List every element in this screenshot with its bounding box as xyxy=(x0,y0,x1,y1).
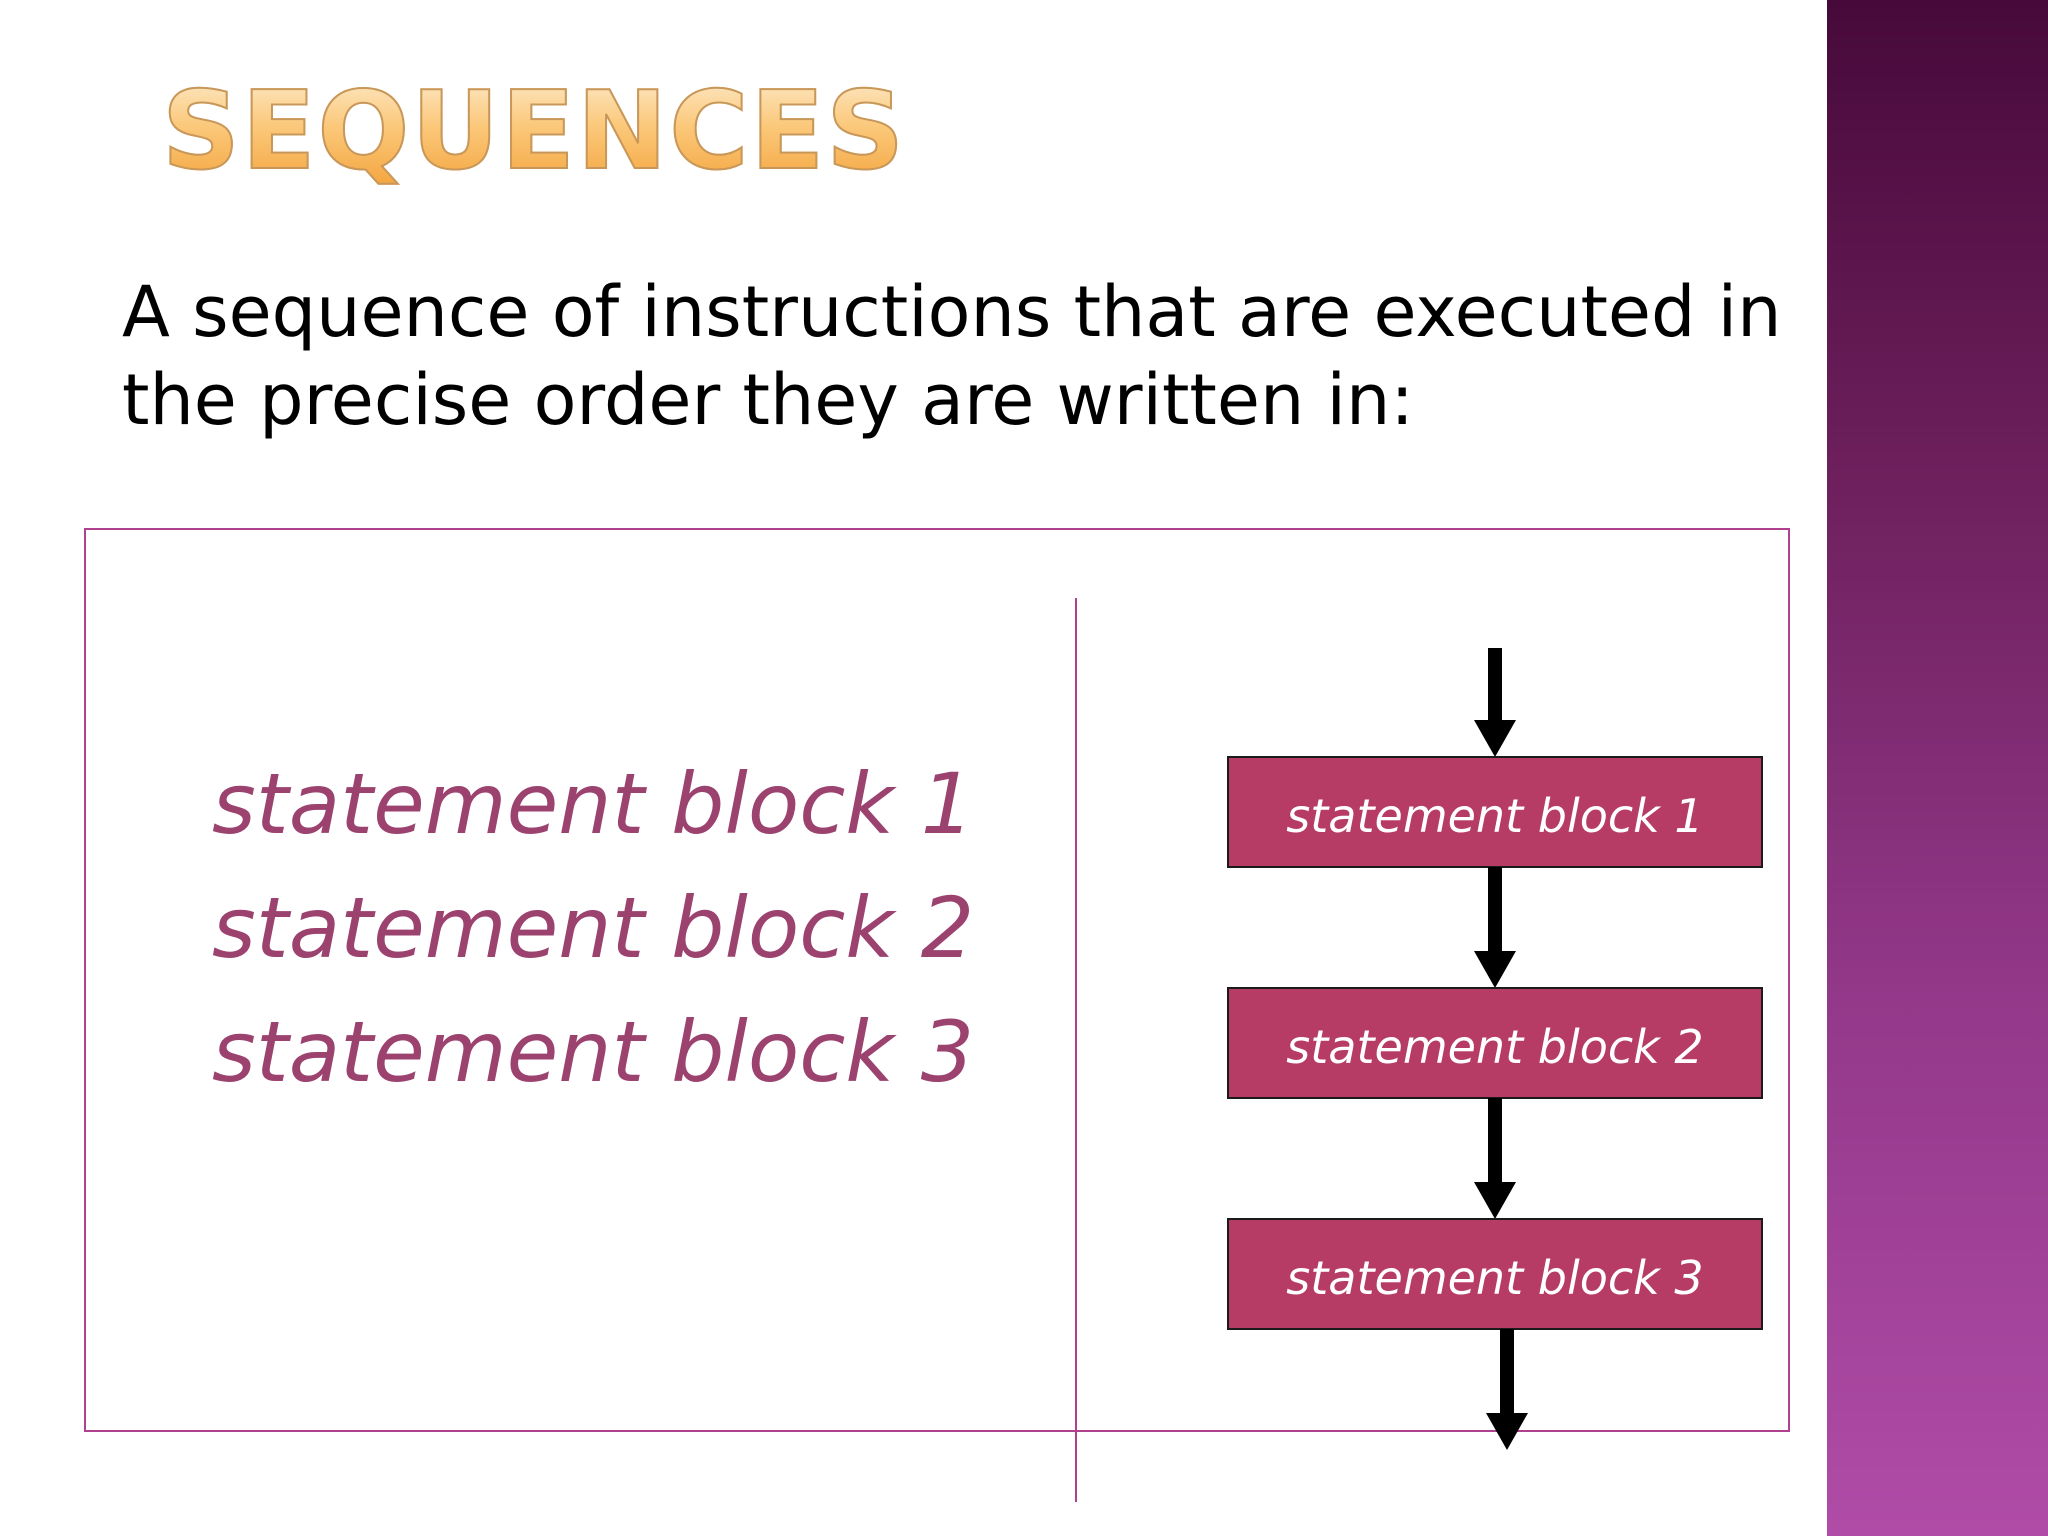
flow-arrow-2-3 xyxy=(1474,1098,1516,1219)
column-divider xyxy=(1075,598,1077,1502)
flow-block-1: statement block 1 xyxy=(1227,756,1763,868)
flow-block-2-label: statement block 2 xyxy=(1286,1020,1703,1074)
flow-arrow-1-2 xyxy=(1474,867,1516,988)
flow-arrow-exit xyxy=(1486,1329,1528,1450)
code-line-1: statement block 1 xyxy=(212,755,975,853)
flow-block-1-label: statement block 1 xyxy=(1286,789,1703,843)
flow-block-2: statement block 2 xyxy=(1227,987,1763,1099)
flow-block-3: statement block 3 xyxy=(1227,1218,1763,1330)
content-frame xyxy=(84,528,1790,1432)
flow-block-3-label: statement block 3 xyxy=(1286,1251,1703,1305)
code-line-3: statement block 3 xyxy=(212,1003,975,1101)
flow-arrow-entry xyxy=(1474,648,1516,757)
slide-title: SEQUENCES xyxy=(161,69,907,194)
intro-text: A sequence of instructions that are exec… xyxy=(122,271,1782,441)
code-line-2: statement block 2 xyxy=(212,879,975,977)
code-listing: statement block 1 statement block 2 stat… xyxy=(212,742,974,1114)
side-decoration-bar xyxy=(1827,0,2048,1536)
